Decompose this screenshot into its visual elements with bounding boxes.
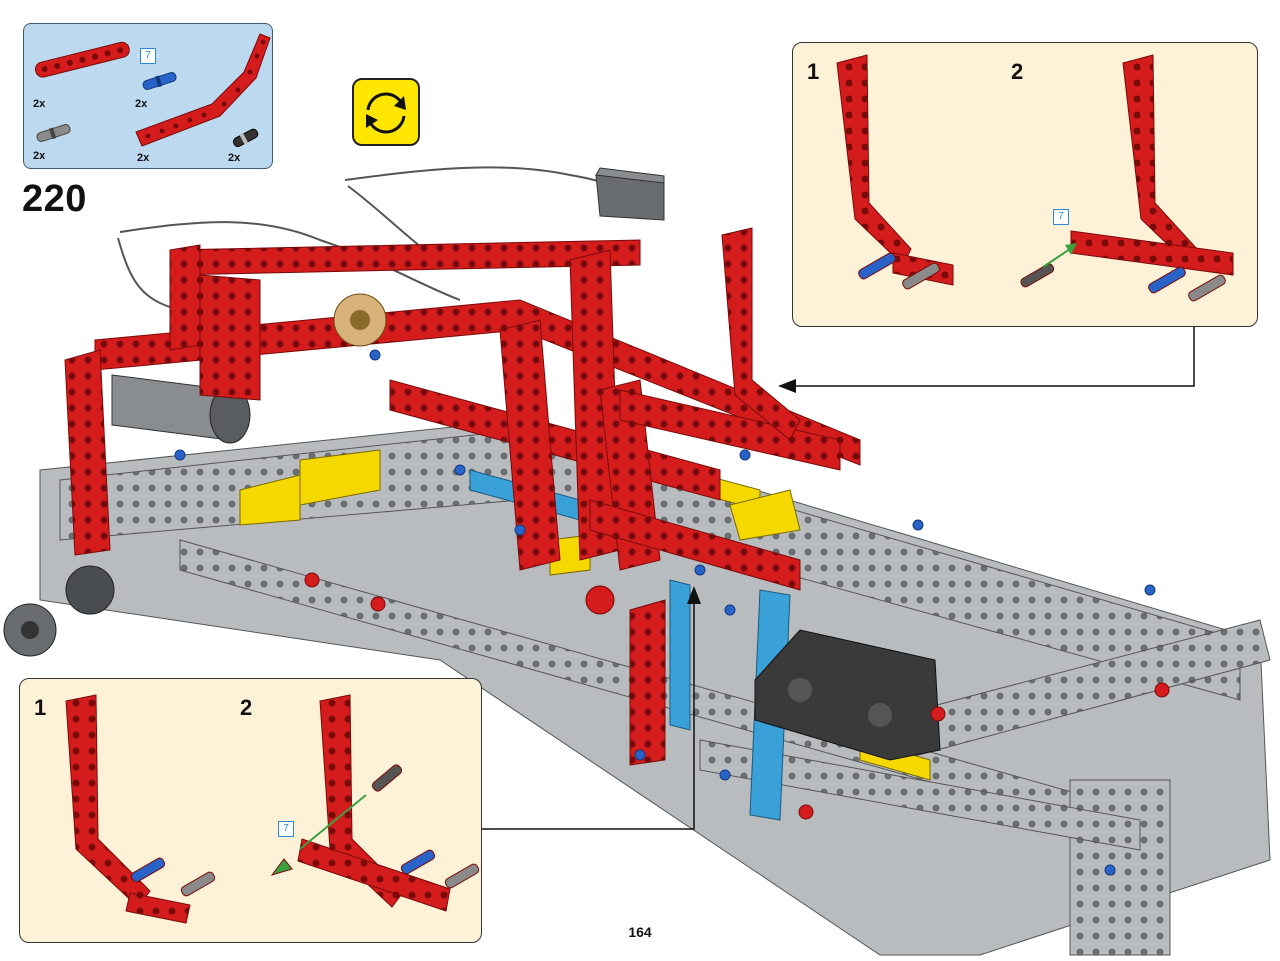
sub-assembly-drawing — [836, 54, 1234, 302]
bent-beam-sub2 — [270, 694, 480, 912]
qty-label: 2x — [228, 152, 241, 164]
step-number: 220 — [22, 178, 87, 220]
length-badge: 7 — [1053, 209, 1069, 225]
front-hub — [3, 565, 115, 657]
red-beam-part — [34, 41, 130, 78]
sub-step-number: 1 — [807, 59, 820, 84]
page-number: 164 — [628, 924, 652, 940]
bent-beam-sub1 — [65, 694, 216, 924]
length-badge: 7 — [278, 821, 294, 837]
qty-label: 2x — [135, 98, 148, 110]
red-pins — [304, 572, 1170, 820]
sub-assembly-callout-bottom: 1 2 7 — [19, 678, 482, 943]
blue-axle-pin-part — [142, 72, 177, 91]
controller-plug — [595, 167, 665, 221]
sub-assembly-drawing — [65, 694, 480, 924]
sub-step-number: 1 — [34, 695, 47, 720]
parts-list: 7 2x 2x 2x 2x 2x — [23, 23, 273, 169]
parts-list-drawing — [34, 33, 271, 148]
length-badge: 7 — [140, 48, 156, 64]
callout-arrow-bottom — [482, 586, 701, 830]
rotate-arrows-icon — [352, 78, 420, 146]
black-pin-part — [232, 128, 259, 148]
red-beams — [64, 227, 861, 766]
qty-label: 2x — [137, 152, 150, 164]
sub-step-number: 2 — [1011, 59, 1024, 84]
qty-label: 2x — [33, 150, 46, 162]
qty-label: 2x — [33, 98, 46, 110]
callout-arrow-top — [778, 326, 1195, 393]
sub-step-number: 2 — [240, 695, 253, 720]
sub-assembly-callout-top: 1 2 7 — [792, 42, 1258, 327]
blue-pins — [174, 349, 1156, 876]
grey-axle-pin-part — [36, 124, 71, 143]
red-bent-beam-part — [135, 33, 271, 147]
black-cover — [754, 629, 941, 761]
gear — [333, 293, 615, 615]
bent-beam-sub1 — [836, 54, 954, 290]
bent-beam-sub2 — [1020, 54, 1234, 302]
